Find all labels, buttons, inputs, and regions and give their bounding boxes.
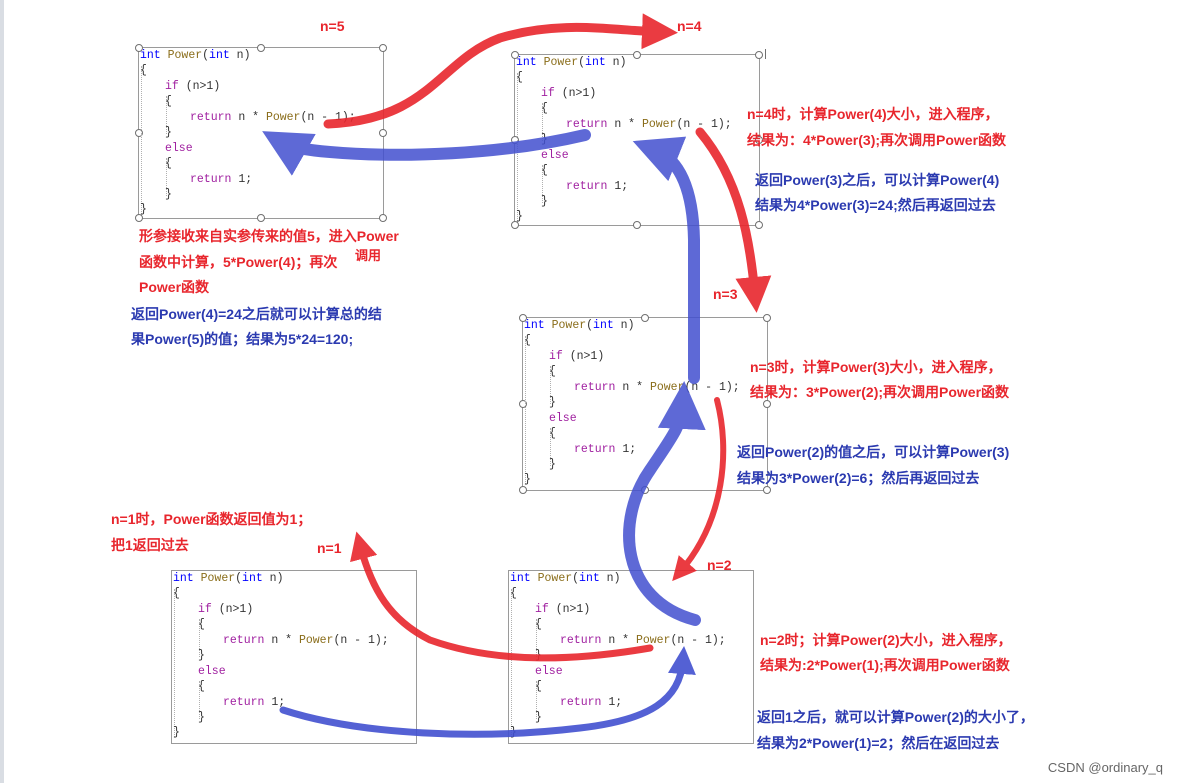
code-if-open-brace: { — [549, 365, 556, 378]
code-else-close-brace: } — [549, 458, 556, 471]
n-label-1: n=1 — [317, 540, 342, 556]
code-else: else — [549, 412, 577, 425]
note-n2-line1: n=2时；计算Power(2)大小，进入程序， — [760, 632, 1012, 648]
n-label-4: n=4 — [677, 18, 702, 34]
call-arrow-5-to-4 — [323, 13, 678, 129]
code-else-open-brace: { — [549, 427, 556, 440]
code-else-close-brace: } — [541, 195, 548, 208]
code-else: else — [165, 142, 193, 155]
note-n2-return-line2: 结果为2*Power(1)=2；然后在返回过去 — [757, 735, 1000, 751]
code-frame-n1: int Power(int n) { if (n>1) { return n *… — [171, 570, 417, 744]
code-else-close-brace: } — [165, 188, 172, 201]
code-if-open-brace: { — [165, 95, 172, 108]
code-else: else — [198, 665, 226, 678]
note-n2-return-line1: 返回1之后，就可以计算Power(2)的大小了， — [757, 709, 1034, 725]
note-n5-line1: 形参接收来自实参传来的值5，进入Power — [139, 228, 399, 244]
code-if-close-brace: } — [198, 649, 205, 662]
note-n1-line1: n=1时，Power函数返回值为1； — [111, 511, 312, 527]
note-n4-return-line2: 结果为4*Power(3)=24;然后再返回过去 — [755, 197, 996, 213]
code-else-close-brace: } — [198, 711, 205, 724]
code-open-brace: { — [524, 334, 531, 347]
code-else-open-brace: { — [535, 680, 542, 693]
code-if-open-brace: { — [541, 102, 548, 115]
note-n4-line2: 结果为：4*Power(3);再次调用Power函数 — [747, 132, 1007, 148]
code-if-open-brace: { — [535, 618, 542, 631]
code-else-open-brace: { — [165, 157, 172, 170]
n-label-5: n=5 — [320, 18, 345, 34]
code-if-close-brace: } — [165, 126, 172, 139]
call-arrow-4-to-3 — [695, 127, 772, 313]
note-n4-return-line1: 返回Power(3)之后，可以计算Power(4) — [755, 172, 1000, 188]
note-n4-line1: n=4时，计算Power(4)大小，进入程序， — [747, 106, 999, 122]
note-n5-line3: Power函数 — [139, 279, 210, 295]
watermark: CSDN @ordinary_q — [1047, 760, 1163, 775]
code-else-open-brace: { — [198, 680, 205, 693]
code-if-open-brace: { — [198, 618, 205, 631]
code-sig-keyword: int — [140, 49, 161, 62]
n-label-2: n=2 — [707, 557, 732, 573]
note-n3-return-line1: 返回Power(2)的值之后，可以计算Power(3) — [737, 444, 1010, 460]
code-close-brace: } — [524, 473, 531, 486]
code-else: else — [535, 665, 563, 678]
code-else-open-brace: { — [541, 164, 548, 177]
code-close-brace: } — [516, 210, 523, 223]
code-close-brace: } — [140, 203, 147, 216]
left-edge-strip — [0, 0, 4, 783]
note-n2-line2: 结果为:2*Power(1);再次调用Power函数 — [760, 657, 1010, 673]
note-n3-line2: 结果为：3*Power(2);再次调用Power函数 — [750, 384, 1010, 400]
n-label-3: n=3 — [713, 286, 738, 302]
code-open-brace: { — [173, 587, 180, 600]
code-close-brace: } — [173, 726, 180, 739]
note-n5-return-line2: 果Power(5)的值；结果为5*24=120; — [131, 331, 354, 347]
call-arrow-2-to-1 — [350, 531, 654, 662]
note-n3-return-line2: 结果为3*Power(2)=6；然后再返回过去 — [737, 470, 980, 486]
code-frame-n5: int Power(int n) { if (n>1) { return n *… — [135, 44, 387, 222]
code-else: else — [541, 149, 569, 162]
code-else-close-brace: } — [535, 711, 542, 724]
return-arrow-4-to-5 — [262, 129, 591, 176]
return-arrow-3-to-4 — [632, 136, 700, 384]
note-n3-line1: n=3时，计算Power(3)大小，进入程序， — [750, 359, 1002, 375]
call-arrow-3-to-2 — [672, 397, 727, 582]
note-n5-line2b: 调用 — [355, 248, 382, 263]
code-open-brace: { — [516, 71, 523, 84]
note-n5-line2: 函数中计算，5*Power(4)；再次 — [139, 254, 338, 270]
note-n1-line2: 把1返回过去 — [111, 537, 189, 553]
note-n5-return-line1: 返回Power(4)=24之后就可以计算总的结 — [131, 306, 382, 322]
code-if-close-brace: } — [549, 396, 556, 409]
return-arrow-2-to-3 — [623, 381, 706, 626]
code-open-brace: { — [140, 64, 147, 77]
return-arrow-1-to-2 — [279, 646, 696, 738]
code-open-brace: { — [510, 587, 517, 600]
